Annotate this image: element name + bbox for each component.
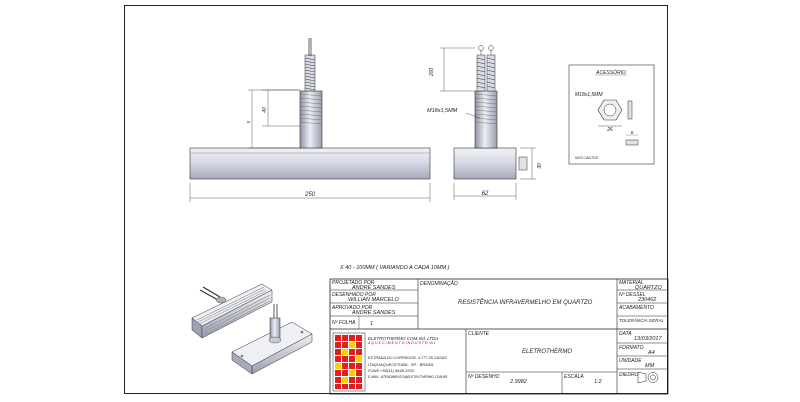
drawn-by-value: WILLIAN MARCELO bbox=[348, 297, 399, 303]
dim-variable-x: x bbox=[246, 120, 252, 124]
projected-by-value: ANDRÉ SANDES bbox=[352, 285, 396, 291]
accessory-detail: ACESSÓRIO M18x1,5MM 26 6 NOS CANTOS bbox=[568, 64, 655, 165]
company-logo bbox=[332, 332, 366, 392]
drawn-by-label: DESENHADO POR bbox=[332, 292, 376, 298]
unit-value: MM bbox=[645, 363, 655, 369]
accessory-thread-spec: M18x1,5MM bbox=[575, 92, 603, 98]
unit-label: UNIDADE bbox=[619, 358, 642, 364]
designation-label: DENOMINAÇÃO bbox=[420, 281, 458, 287]
company-phone: FONE:+55(11) 4648-3333 bbox=[368, 368, 415, 373]
dim-length: 250 bbox=[304, 192, 316, 198]
drawing-no-label: Nº DESENHO bbox=[468, 374, 500, 380]
variation-note: X 40 - 100MM ( VARIANDO A CADA 10MM ) bbox=[339, 265, 450, 271]
dim-height: 30 bbox=[537, 163, 543, 169]
code-label: Nº DESSEL bbox=[619, 292, 646, 298]
scale-label: ESCALA bbox=[564, 374, 584, 380]
company-name: ELETROTHERMO COM.Ind. LTDA. bbox=[368, 336, 440, 341]
sheet-value: 1 bbox=[370, 321, 374, 327]
side-view-coil-leads bbox=[476, 45, 496, 92]
nut-side-shape bbox=[627, 100, 633, 120]
tolerance-label: TOLERÂNCIA GERAL bbox=[619, 318, 665, 323]
title-block-grid bbox=[329, 278, 669, 395]
sheet-label: Nº FOLHA bbox=[332, 320, 356, 326]
approved-by-value: ANDRÉ SANDES bbox=[352, 310, 396, 316]
dim-thread-length: 40 bbox=[262, 107, 268, 113]
date-value: 13/03/2017 bbox=[634, 336, 662, 342]
side-view: 200 30 62 M18x1,5MM bbox=[427, 45, 543, 200]
designation-value: RESISTÊNCIA INFRAVERMELHO EM QUARTZO bbox=[458, 300, 593, 306]
date-label: DATA bbox=[619, 331, 632, 337]
company-address-1: ESTRADA DO CORREDOR, 4.777-25 CASAS bbox=[368, 356, 447, 360]
dim-width: 62 bbox=[482, 191, 489, 197]
side-view-threaded-fitting bbox=[474, 90, 498, 149]
accessory-note: NOS CANTOS bbox=[575, 156, 599, 160]
accessory-nut-width: 26 bbox=[606, 127, 613, 133]
code-value: 230462 bbox=[638, 297, 657, 303]
drawing-no-value: 2.9982 bbox=[510, 379, 527, 385]
projection-symbol-icon bbox=[637, 371, 659, 384]
company-subtitle: A Q U E C I M E N T O I N D U S T R I A … bbox=[368, 341, 436, 345]
front-view: 250 x 40 bbox=[189, 38, 431, 202]
company-address-2: ITAQUAQUECETUBA - SP - BRASIL bbox=[368, 362, 434, 367]
dim-thread-spec: M18x1,5MM bbox=[427, 108, 458, 114]
format-label: FORMATO bbox=[619, 345, 644, 351]
drawing-sheet-frame bbox=[124, 5, 668, 394]
approved-by-label: APROVADO POR bbox=[332, 305, 373, 311]
projection-label: DIEDRO bbox=[619, 372, 639, 378]
accessory-thickness: 6 bbox=[631, 130, 634, 135]
side-view-body bbox=[453, 147, 517, 180]
client-label: CLIENTE bbox=[468, 331, 490, 337]
format-value: A4 bbox=[648, 350, 655, 356]
dim-lead-length: 200 bbox=[429, 68, 435, 78]
material-value: QUARTZO bbox=[635, 285, 662, 291]
accessory-title: ACESSÓRIO bbox=[595, 69, 626, 76]
front-view-body bbox=[189, 147, 431, 180]
isometric-views bbox=[191, 283, 313, 375]
scale-value: 1:2 bbox=[594, 379, 602, 385]
finish-label: ACABAMENTO bbox=[619, 305, 654, 311]
company-email: E-MAIL : ATENDIMENTO@ELETROTHERMO.COM.BR bbox=[368, 375, 448, 379]
projected-by-label: PROJETADO POR bbox=[332, 280, 375, 286]
material-label: MATERIAL bbox=[619, 280, 644, 286]
front-view-coil-lead bbox=[304, 38, 316, 92]
client-value: ELETROTHERMO bbox=[522, 349, 573, 355]
